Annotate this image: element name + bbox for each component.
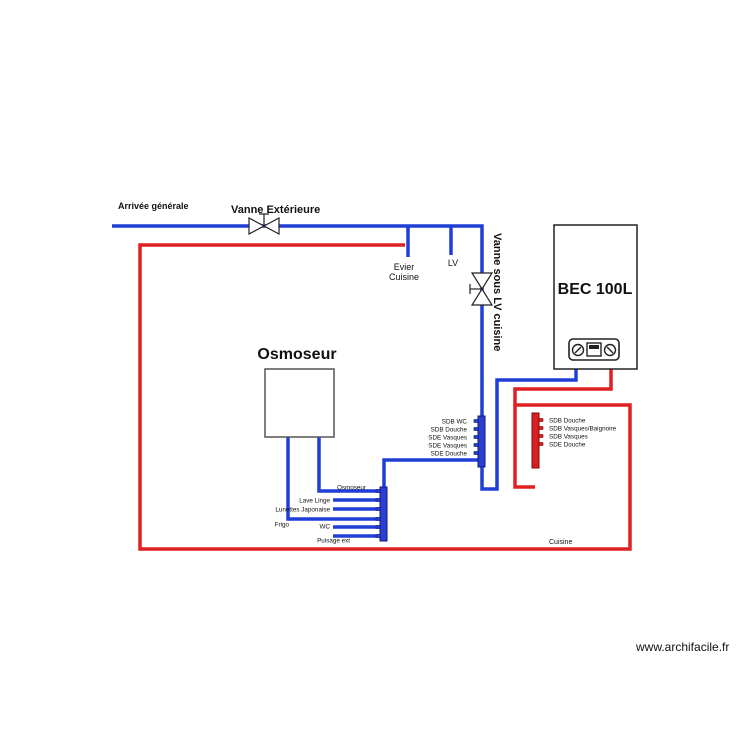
- hot-pipe-boiler-outlet: [513, 369, 613, 405]
- manifold-outlet-label: SDE Douche: [549, 441, 586, 448]
- manifold-outlet-label: Osmoseur: [337, 484, 366, 491]
- manifold-outlet-label: SDB Douche: [549, 417, 586, 424]
- hot-pipe-loop: [138, 243, 632, 551]
- label-vanne-exterieure: Vanne Extérieure: [231, 204, 320, 216]
- manifold-outlet: [473, 427, 479, 431]
- manifold-outlet: [538, 434, 544, 438]
- label-evier: Evier: [394, 262, 415, 272]
- valve-icon: [469, 272, 494, 306]
- manifold-outlet: [375, 498, 381, 502]
- manifold-outlet: [538, 426, 544, 430]
- manifold-outlet-label: SDB Vasques: [549, 433, 588, 440]
- manifold-outlet: [375, 489, 381, 493]
- manifold-outlet-label: Lave Linge: [299, 497, 330, 504]
- osmoseur-title: Osmoseur: [257, 346, 336, 363]
- manifold-outlet: [375, 517, 381, 521]
- boiler-control-icon: [568, 338, 620, 361]
- manifold-outlet: [538, 442, 544, 446]
- manifold-cold-sdb-sde: [473, 415, 486, 468]
- manifold-outlet: [473, 419, 479, 423]
- manifold-outlet-label: SDE Vasques: [428, 442, 467, 449]
- manifold-outlet-label: SDB Douche: [431, 426, 468, 433]
- watermark: www.archifacile.fr: [635, 640, 729, 654]
- manifold-outlet-label: WC: [320, 523, 331, 530]
- manifold-hot: [531, 412, 544, 469]
- manifold-outlet-label: SDB Vasques/Baignoire: [549, 425, 617, 432]
- manifold-outlet: [375, 507, 381, 511]
- boiler-label: BEC 100L: [558, 281, 633, 298]
- manifold-outlet-label: SDB WC: [442, 418, 468, 425]
- manifold-outlet: [375, 525, 381, 529]
- label-lv: LV: [448, 258, 458, 268]
- manifold-outlet-label: Lunettes Japonaise: [275, 506, 330, 513]
- osmoseur-pipe-1: [286, 437, 380, 521]
- valve-icon: [248, 213, 280, 235]
- label-cuisine-hot: Cuisine: [549, 539, 572, 546]
- manifold-outlet: [375, 534, 381, 538]
- manifold-outlet: [473, 435, 479, 439]
- cold-pipe-main: [112, 224, 484, 416]
- osmoseur-pipe-2: [317, 437, 380, 493]
- cold-pipe-boiler-inlet: [480, 369, 578, 491]
- cold-pipe-to-lower-manifold: [382, 458, 478, 487]
- label-vanne-sous-lv: Vanne sous LV cuisine: [491, 233, 503, 351]
- label-arrivee: Arrivée générale: [118, 201, 189, 211]
- label-evier-cuisine: Cuisine: [389, 272, 419, 282]
- manifold-outlet-label: SDE Douche: [431, 450, 468, 457]
- manifold-cold-osmoseur: [375, 486, 388, 542]
- manifold-outlet-label: Frigo: [275, 521, 290, 528]
- manifold-outlet-label: Puisage ext: [317, 537, 350, 544]
- manifold-outlet-label: SDE Vasques: [428, 434, 467, 441]
- manifold-outlet: [473, 451, 479, 455]
- manifold-outlet: [538, 418, 544, 422]
- manifold-outlet: [473, 443, 479, 447]
- osmoseur-box: [264, 368, 335, 438]
